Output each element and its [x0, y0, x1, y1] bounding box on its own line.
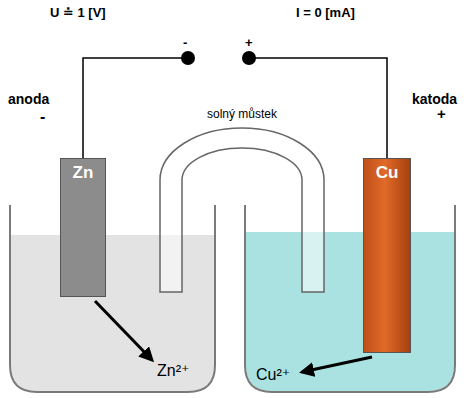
cathode-sign: + [437, 106, 446, 123]
left-beaker [10, 205, 215, 392]
copper-ion: Cu²⁺ [256, 366, 290, 384]
copper-electrode: Cu [363, 158, 411, 353]
copper-solution [246, 232, 454, 391]
connecting-wire [83, 58, 387, 158]
voltage-reading: U ≐ 1 [V] [50, 6, 106, 20]
cathode-label: katoda [412, 92, 457, 107]
anode-label: anoda [8, 92, 49, 107]
zinc-ion-arrow [95, 301, 152, 360]
salt-bridge [160, 128, 324, 292]
zinc-ion: Zn²⁺ [157, 362, 189, 380]
copper-ion-arrow [302, 357, 372, 372]
salt-bridge-label: solný můstek [207, 108, 277, 121]
terminal-sign: + [245, 36, 253, 50]
terminal-sign: - [183, 36, 187, 50]
right-beaker [245, 205, 455, 392]
zinc-solution [11, 235, 214, 391]
electrode-symbol: Cu [372, 163, 403, 183]
anode-sign: - [40, 108, 45, 126]
electrode-symbol: Zn [69, 163, 98, 183]
zinc-electrode: Zn [60, 158, 106, 297]
current-reading: I = 0 [mA] [296, 6, 355, 20]
